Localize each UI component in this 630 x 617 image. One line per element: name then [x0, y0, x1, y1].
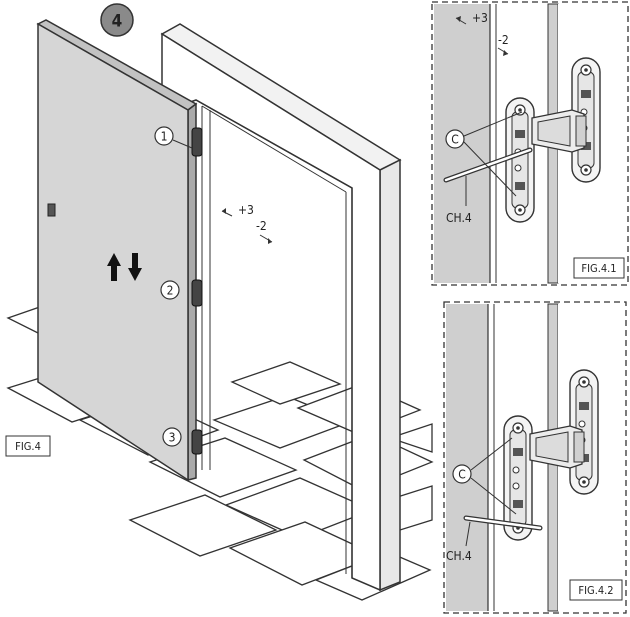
figure-label-4-2: FIG.4.2	[569, 579, 623, 601]
svg-text:4: 4	[112, 12, 123, 32]
svg-text:-2: -2	[498, 33, 509, 47]
hinge-marker-1: 1	[154, 126, 193, 149]
svg-text:C: C	[451, 133, 459, 147]
main-figure: 1 2 3 +3 -2 4 FIG.4	[5, 3, 434, 601]
hinge-marker-2: 2	[160, 280, 180, 300]
detail-top: C CH.4 +3 -2 FIG.4.1	[431, 1, 629, 286]
tool-label: CH.4	[446, 211, 472, 225]
door-frame	[160, 23, 402, 592]
svg-text:-2: -2	[256, 219, 267, 233]
svg-text:FIG.4.1: FIG.4.1	[581, 262, 616, 275]
svg-text:+3: +3	[238, 203, 254, 217]
hinge-marker-3: 3	[162, 427, 182, 447]
lock-icon	[47, 203, 56, 217]
adjustment-arrows: +3 -2	[221, 203, 273, 244]
screw-label-c: C	[445, 111, 523, 197]
svg-text:2: 2	[167, 284, 174, 298]
up-down-arrows-icon	[107, 253, 142, 281]
svg-text:FIG.4.2: FIG.4.2	[578, 584, 613, 597]
allen-key-icon	[463, 515, 543, 531]
step-badge: 4	[100, 3, 134, 37]
svg-text:C: C	[458, 468, 466, 482]
allen-key-icon	[443, 147, 533, 183]
svg-text:+3: +3	[472, 11, 488, 25]
svg-text:FIG.4: FIG.4	[15, 440, 41, 453]
svg-text:1: 1	[161, 130, 168, 144]
door-leaf	[36, 19, 198, 482]
svg-text:3: 3	[169, 431, 176, 445]
screw-label-c: C	[452, 437, 517, 515]
adjustment-arrows-detail: +3 -2	[455, 11, 509, 56]
figure-label-4-1: FIG.4.1	[573, 257, 625, 279]
door-hinges	[191, 127, 203, 455]
tool-label: CH.4	[446, 549, 472, 563]
figure-label-main: FIG.4	[5, 435, 51, 457]
detail-bottom: C CH.4 FIG.4.2	[443, 301, 627, 614]
